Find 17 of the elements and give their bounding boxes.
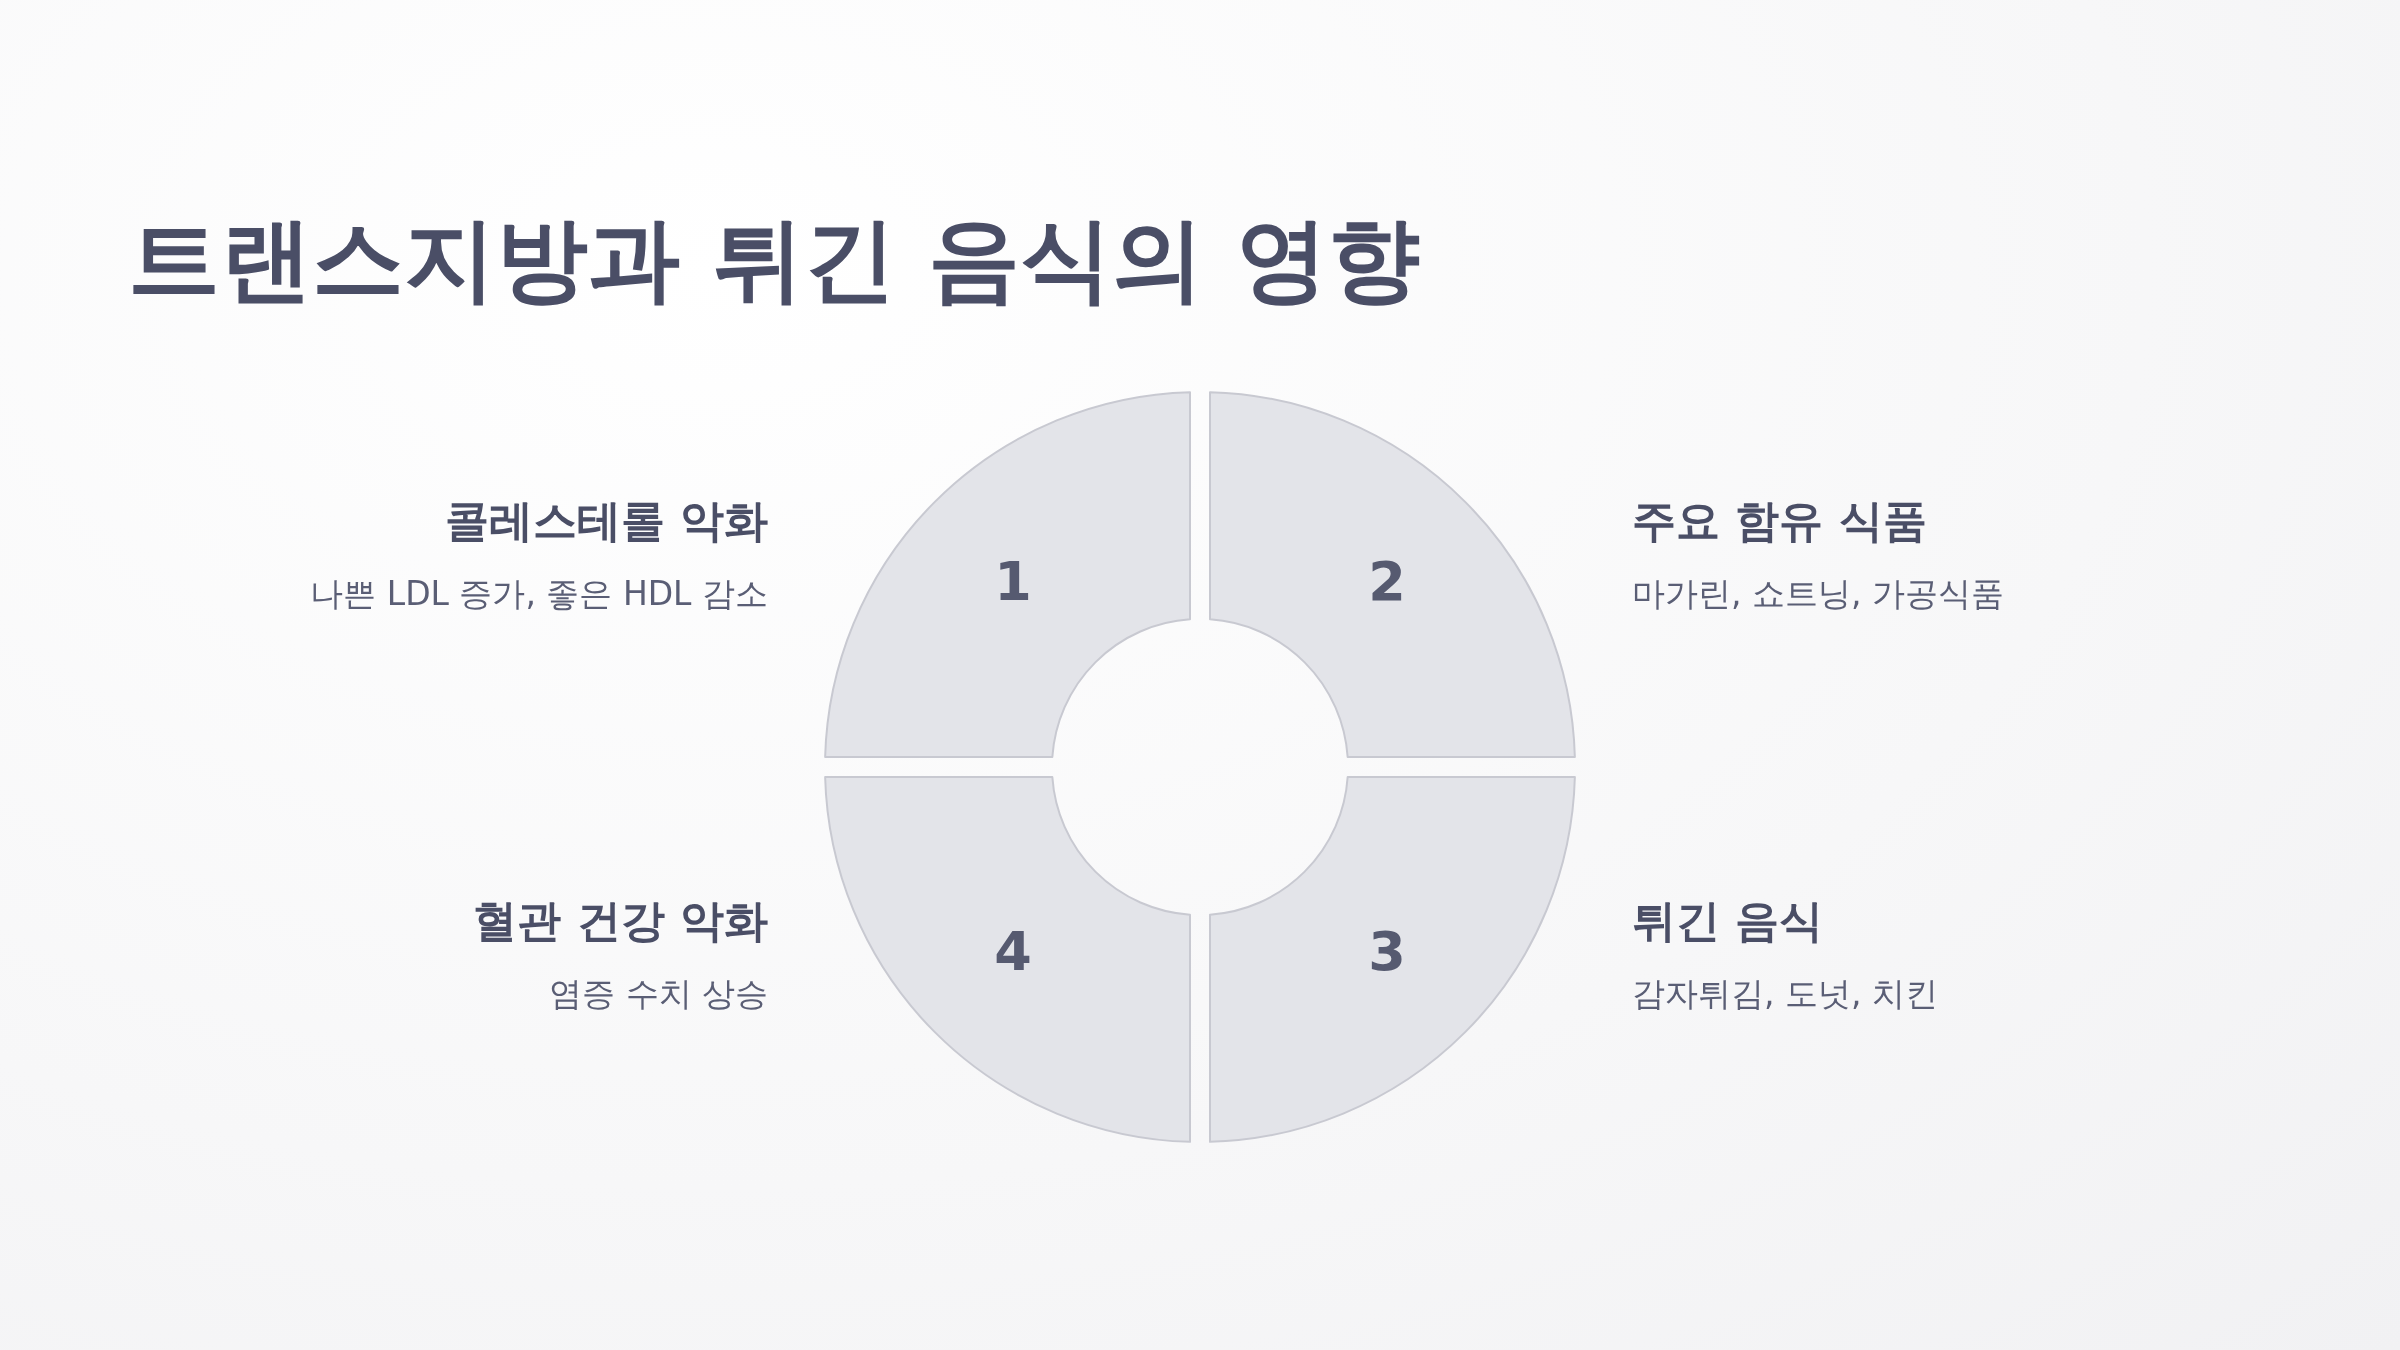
item-description: 염증 수치 상승 [548,973,768,1014]
item-heading: 혈관 건강 악화 [472,895,768,948]
item-heading: 튀긴 음식 [1632,895,1825,948]
item-heading: 콜레스테롤 악화 [443,495,768,548]
step-number: 4 [994,925,1032,979]
step-number: 3 [1368,925,1406,979]
ring-segment [1210,392,1575,757]
ring-segment [825,392,1190,757]
title: 트랜스지방과 튀긴 음식의 영향 [128,205,1421,315]
ring-segment [825,777,1190,1142]
item-description: 감자튀김, 도넛, 치킨 [1632,973,1939,1014]
item-description: 마가린, 쇼트닝, 가공식품 [1632,573,2005,614]
step-number: 1 [994,555,1032,609]
item-heading: 주요 함유 식품 [1632,495,1928,548]
step-number: 2 [1368,555,1406,609]
item-description: 나쁜 LDL 증가, 좋은 HDL 감소 [309,573,768,614]
ring-segment [1210,777,1575,1142]
